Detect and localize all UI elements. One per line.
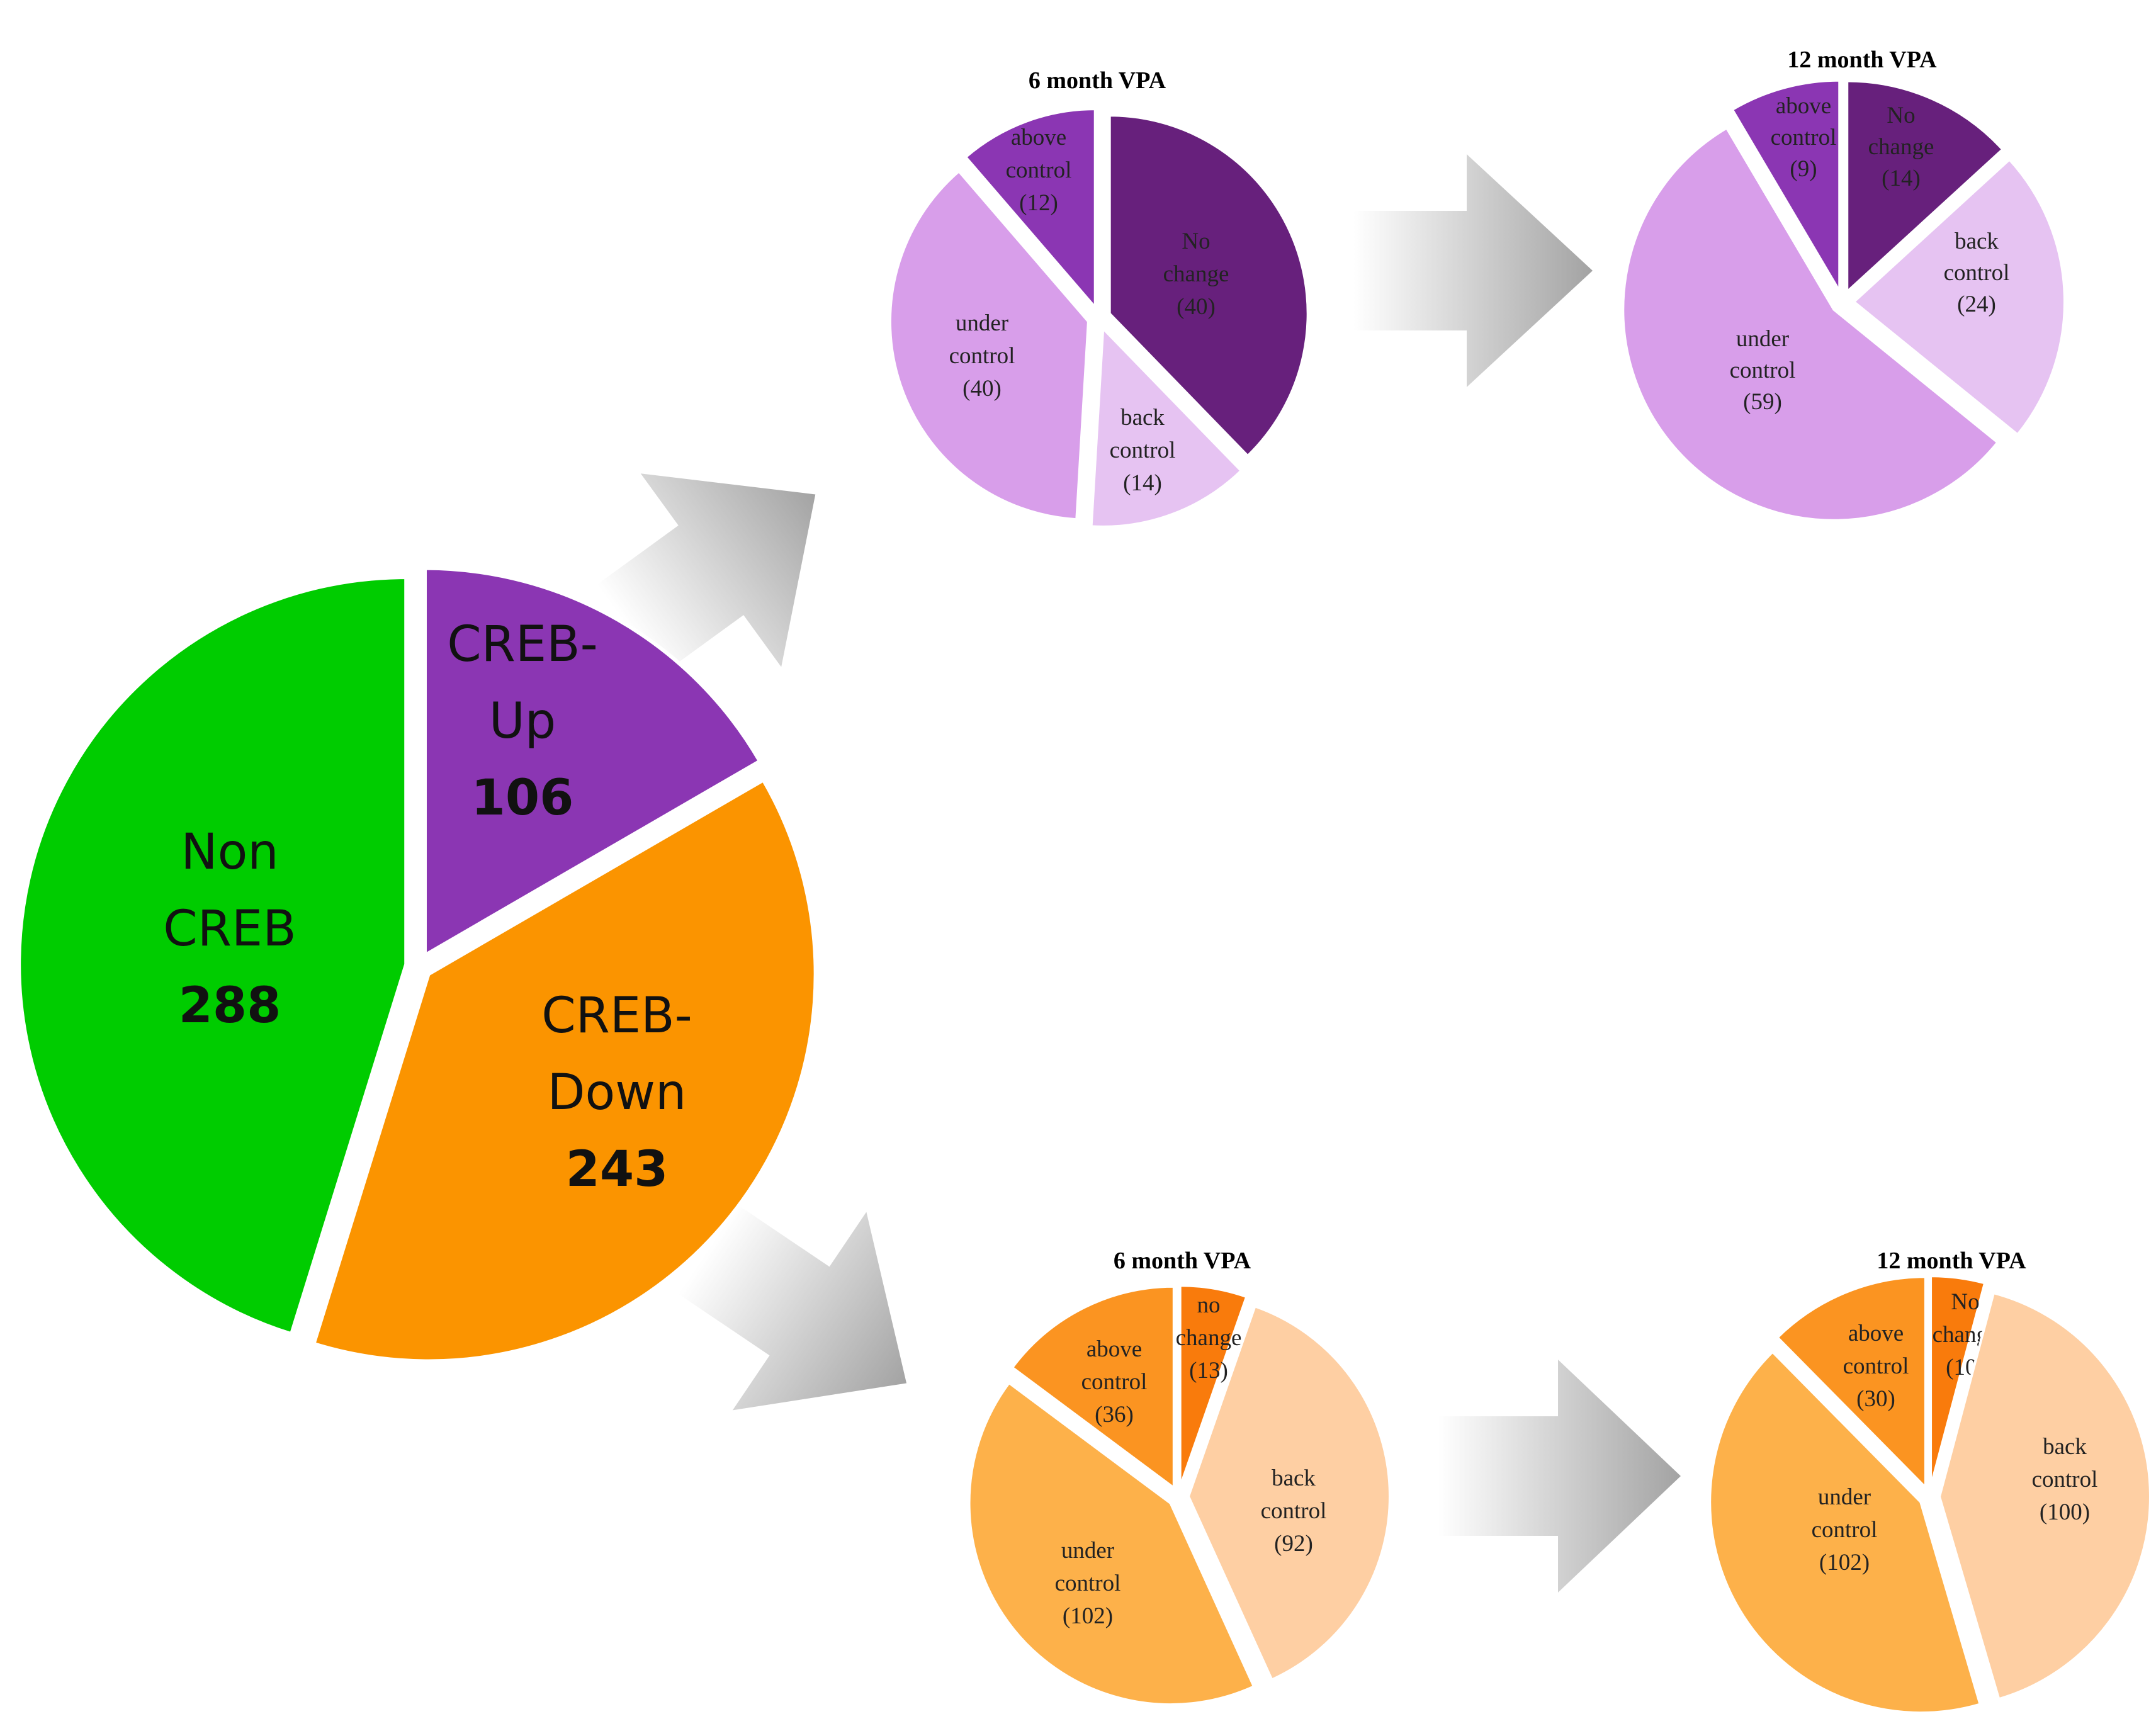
pie-slice-up12-3 <box>1730 79 1841 296</box>
pie-slice-down6-0 <box>1178 1284 1248 1487</box>
chart-title-up6: 6 month VPA <box>1029 67 1166 94</box>
pie-slice-down12-3 <box>1775 1275 1927 1491</box>
pie-slice-down12-1 <box>1938 1291 2152 1701</box>
pie-slice-up12-2 <box>1622 126 2000 522</box>
arrow-main-to-up6 <box>597 473 816 675</box>
chart-title-up12: 12 month VPA <box>1787 47 1937 73</box>
chart-title-down6: 6 month VPA <box>1114 1248 1251 1274</box>
pie-slice-main-2 <box>17 575 409 1337</box>
arrow-down6-to-down12 <box>1438 1360 1681 1593</box>
pie-slice-down6-3 <box>1010 1285 1175 1491</box>
pie-slice-down12-0 <box>1929 1275 1987 1487</box>
pie-slice-up6-3 <box>964 108 1097 311</box>
pie-slice-up12-1 <box>1851 157 2066 437</box>
arrow-main-to-down6 <box>678 1205 907 1411</box>
pie-slice-down6-1 <box>1187 1304 1391 1682</box>
pie-slice-down12-2 <box>1708 1350 1982 1714</box>
pie-slice-up6-2 <box>889 169 1090 521</box>
pie-slice-down6-2 <box>968 1381 1256 1706</box>
pie-slice-up6-1 <box>1090 325 1243 528</box>
pie-slice-main-0 <box>422 566 763 959</box>
chart-title-down12: 12 month VPA <box>1877 1248 2026 1274</box>
pie-slice-main-1 <box>311 777 818 1363</box>
arrow-up6-to-up12 <box>1353 154 1593 387</box>
pie-slice-up6-0 <box>1108 114 1309 458</box>
pie-slice-up12-0 <box>1846 79 2005 295</box>
